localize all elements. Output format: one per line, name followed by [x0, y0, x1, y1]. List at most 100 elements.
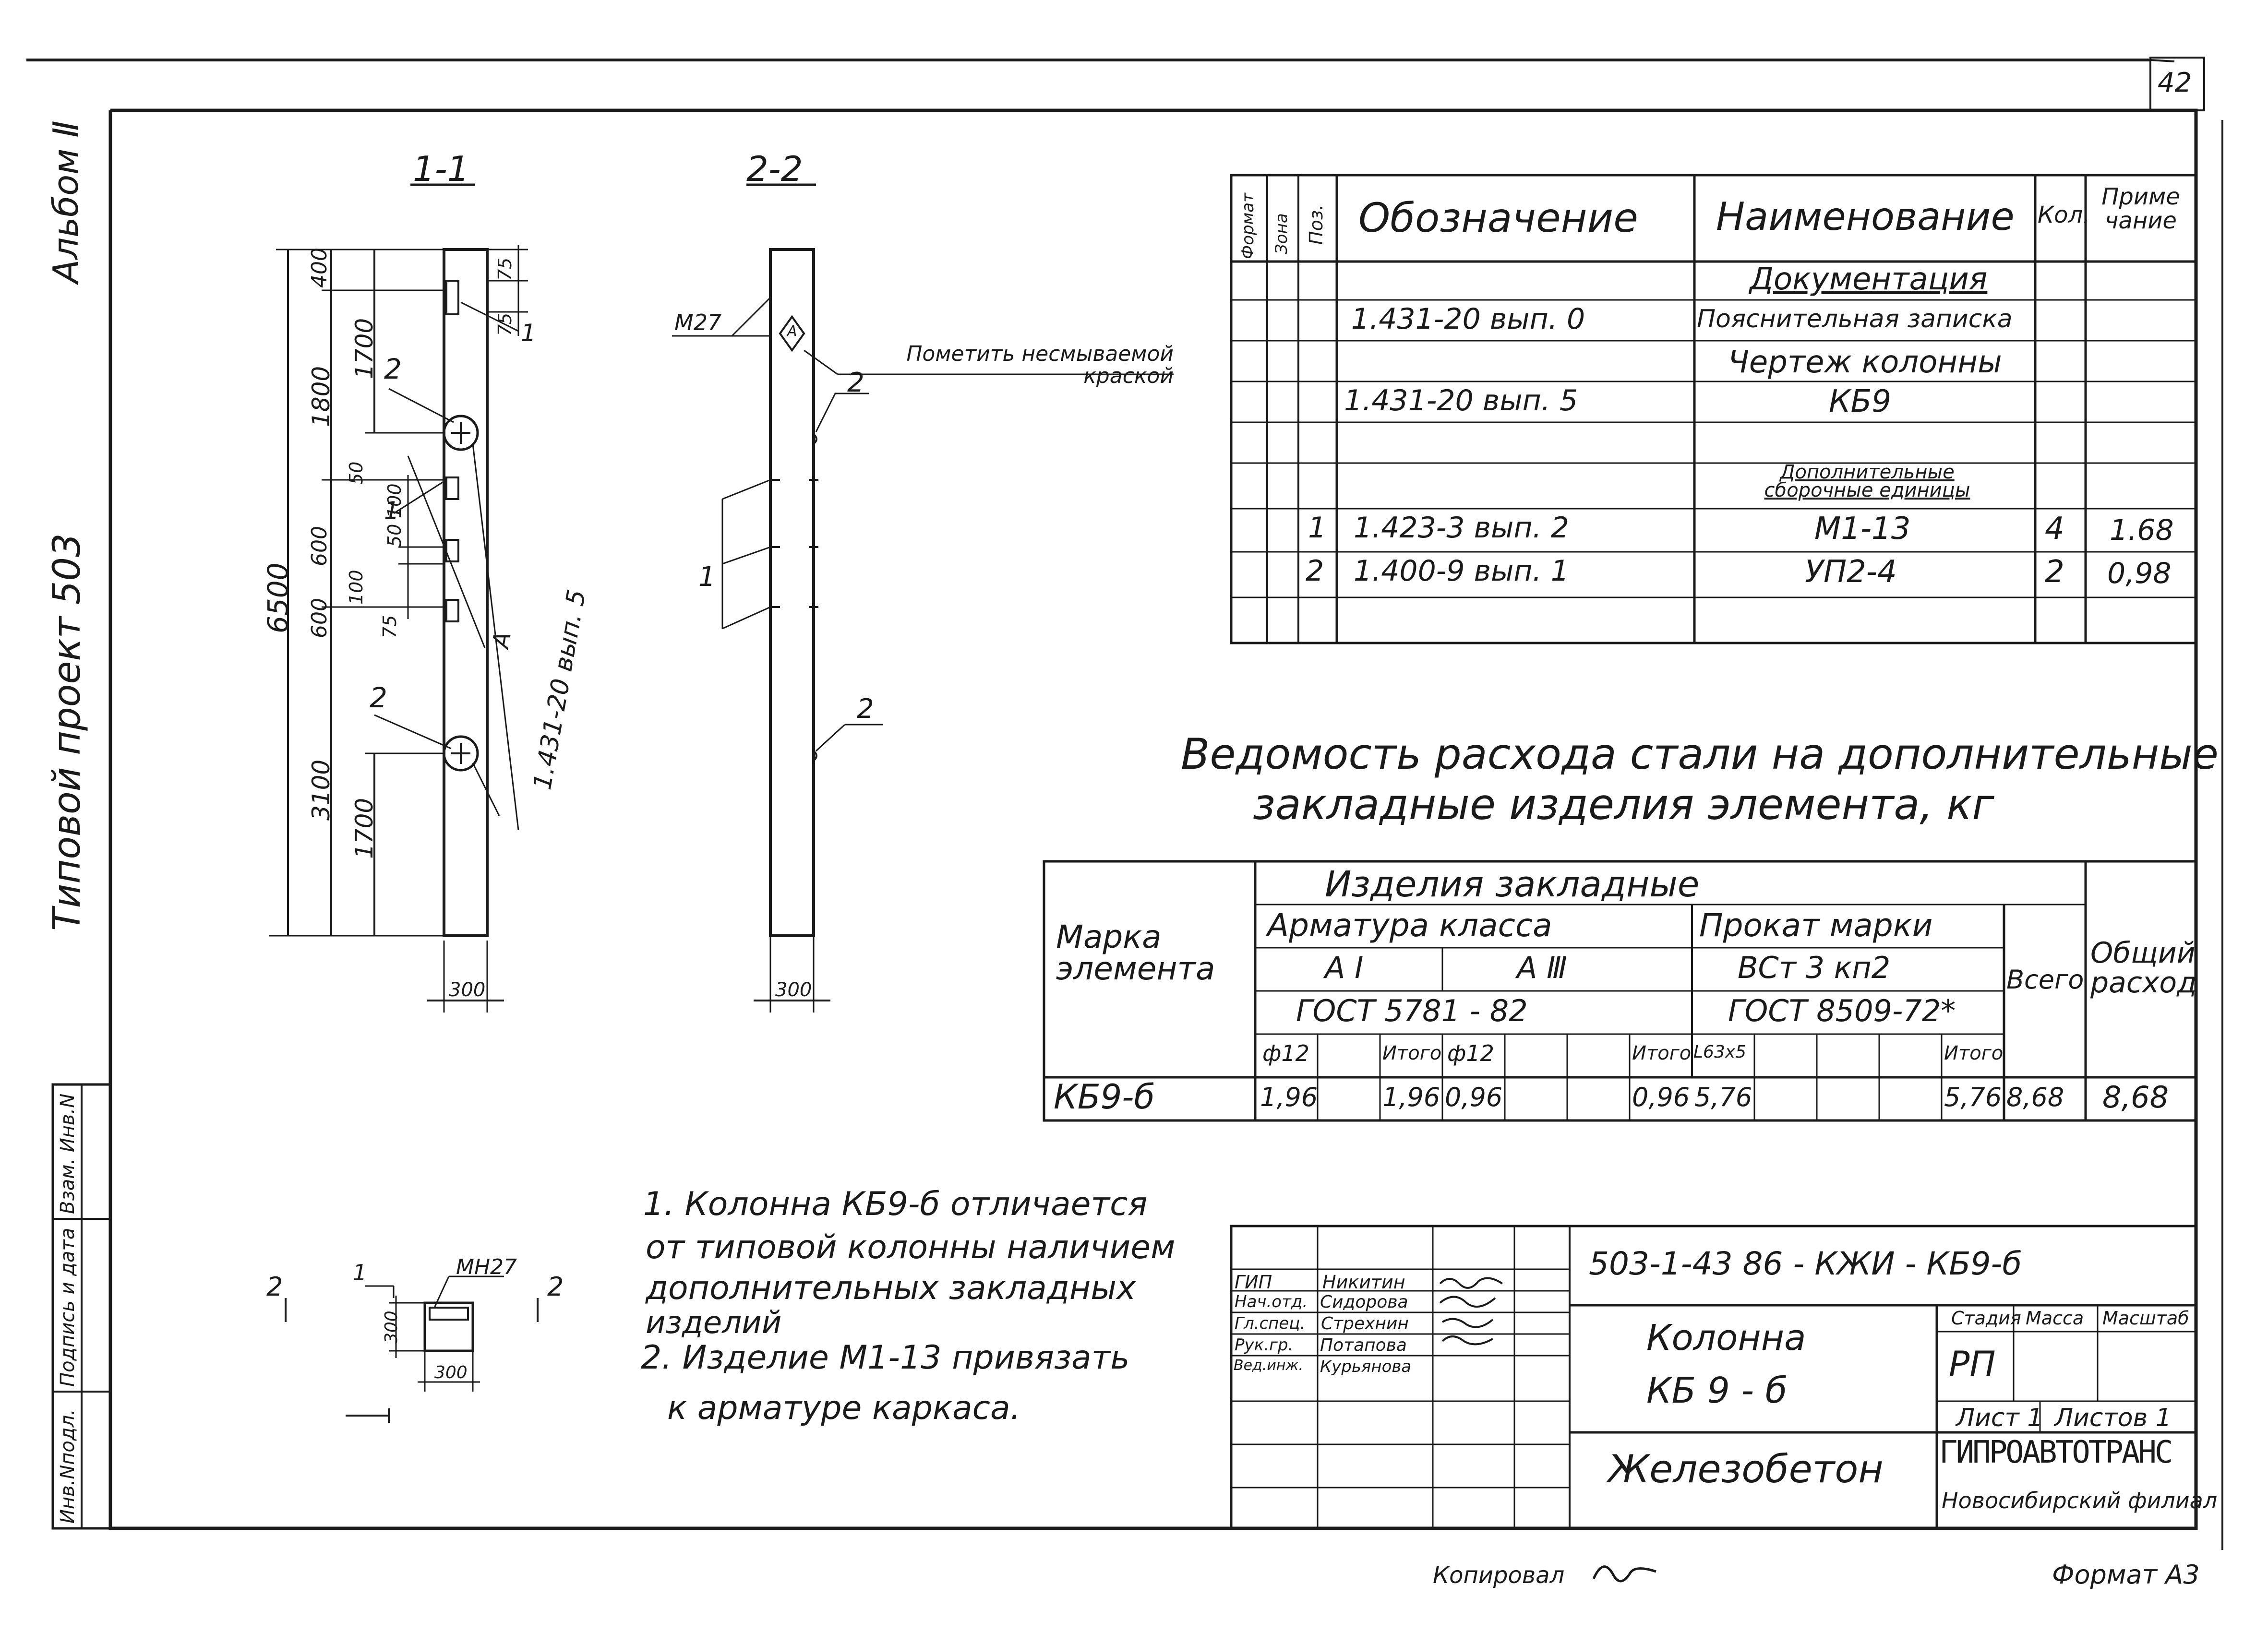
copied-by-label: Копировал	[1433, 1562, 1565, 1589]
spec-row-6-name: Дополнительные сборочные единицы	[1764, 461, 1970, 501]
pos-ref-2-top: 2	[384, 353, 402, 385]
name-strehnin: Стрехнин	[1321, 1314, 1409, 1334]
spec-row-3-name: Чертеж колонны	[1728, 345, 2002, 380]
spec-row-8-pos: 2	[1306, 554, 1324, 588]
material-name: Железобетон	[1608, 1447, 1884, 1491]
dim-1800: 1800	[307, 366, 335, 427]
org-branch: Новосибирский филиал	[1942, 1488, 2218, 1513]
plan-mn27: МН27	[456, 1255, 517, 1279]
spec-row-2-designation: 1.431-20 вып. 0	[1351, 302, 1585, 336]
plan-dim-300-w: 300	[434, 1363, 468, 1382]
steel-sub-f12-a3: ф12	[1447, 1040, 1494, 1066]
dim-100-b: 100	[346, 570, 367, 605]
item-name-line-2: КБ 9 - б	[1646, 1370, 1788, 1411]
dim-75-top-a: 75	[494, 257, 516, 281]
album-label: Альбом Ⅱ	[46, 120, 86, 283]
dim-3100: 3100	[307, 759, 335, 821]
copier-signature-mark	[1592, 1565, 1656, 1583]
spec-row-8-note: 0,98	[2107, 557, 2172, 590]
spec-header-qty: Кол.	[2038, 202, 2090, 228]
page-number-box	[2149, 57, 2205, 111]
side-stamp-replace: Взам. Инв.N	[57, 1093, 79, 1214]
s22-ref-2-bottom: 2	[857, 693, 874, 725]
spec-header-format: Формат	[1238, 193, 1258, 259]
sheet-number: Лист 1	[1956, 1404, 2043, 1432]
section-2-2-width: 300	[775, 979, 812, 1001]
m27-label: М27	[674, 310, 722, 335]
s22-ref-2-top: 2	[847, 367, 864, 398]
steel-header-rebar: Арматура класса	[1267, 907, 1552, 944]
cut-mark-left: 2	[266, 1272, 283, 1302]
steel-row-total-a1: 1,96	[1382, 1082, 1440, 1112]
item-name-line-1: Колонна	[1646, 1317, 1806, 1358]
dim-6500: 6500	[262, 562, 294, 633]
mass-label: Масса	[2026, 1308, 2084, 1329]
dim-1700-bottom: 1700	[350, 798, 378, 859]
note-line-1: 1. Колонна КБ9-б отличается	[643, 1185, 1148, 1223]
note-mark-paint: Пометить несмываемой краской	[906, 342, 1174, 388]
section-2-2-mark-a: А	[787, 323, 797, 340]
steel-gost-rolled: ГОСТ 8509-72*	[1728, 993, 1956, 1028]
title-block-grid	[1230, 1225, 2197, 1530]
note-line-6: к арматуре каркаса.	[667, 1389, 1021, 1427]
spec-row-7-name: М1-13	[1814, 511, 1911, 547]
spec-row-4-name: КБ9	[1829, 384, 1892, 419]
steel-table-grid	[1043, 860, 2197, 1122]
spec-row-7-designation: 1.423-3 вып. 2	[1354, 511, 1569, 545]
spec-row-7-note: 1.68	[2110, 513, 2174, 547]
role-gl-spec: Гл.спец.	[1235, 1314, 1306, 1333]
role-ved-inzh: Вед.инж.	[1234, 1357, 1303, 1374]
spec-row-1-name: Документация	[1750, 262, 1988, 297]
steel-row-f12-a1: 1,96	[1260, 1082, 1318, 1112]
steel-row-total-rolled: 5,76	[1944, 1082, 2002, 1112]
dim-1700-top: 1700	[350, 318, 378, 379]
steel-gost-rebar: ГОСТ 5781 - 82	[1296, 993, 1528, 1028]
note-line-4: изделий	[646, 1305, 782, 1341]
role-gip: ГИП	[1235, 1272, 1272, 1293]
spec-row-8-name: УП2-4	[1805, 554, 1897, 590]
spec-header-zone: Зона	[1272, 213, 1291, 254]
steel-class-a1: А I	[1325, 950, 1364, 985]
dim-75: 75	[379, 615, 400, 638]
steel-header-total: Всего	[2006, 965, 2084, 995]
steel-header-items: Изделия закладные	[1325, 864, 1700, 905]
dim-600-a: 600	[307, 526, 332, 566]
steel-header-rolled: Прокат марки	[1699, 907, 1933, 944]
role-ruk-gr: Рук.гр.	[1235, 1335, 1294, 1355]
steel-class-a3: А Ⅲ	[1517, 950, 1567, 985]
project-label: Типовой проект 503	[46, 533, 89, 931]
side-stamp-inv: Инв.Nподл.	[57, 1409, 79, 1524]
pos-ref-1-top: 1	[521, 319, 536, 347]
note-line-2: от типовой колонны наличием	[646, 1228, 1176, 1266]
dim-50-a: 50	[346, 461, 367, 485]
spec-row-4-designation: 1.431-20 вып. 5	[1344, 384, 1578, 417]
steel-sub-total-a1: Итого	[1382, 1042, 1442, 1064]
section-1-1-drawing	[269, 183, 528, 1013]
pos-ref-1-mid: 1	[384, 497, 399, 524]
side-stamp-signature: Подпись и дата	[57, 1227, 79, 1387]
section-2-2-title: 2-2	[746, 149, 803, 189]
role-nach-otd: Нач.отд.	[1235, 1292, 1308, 1311]
steel-sub-total-rolled: Итого	[1944, 1042, 2004, 1064]
cut-mark-right: 2	[547, 1272, 564, 1302]
spec-row-8-designation: 1.400-9 вып. 1	[1354, 554, 1569, 588]
note-line-3: дополнительных закладных	[646, 1269, 1136, 1307]
dim-50-b: 50	[384, 524, 405, 547]
stage-label: Стадия	[1951, 1308, 2021, 1329]
note-line-5: 2. Изделие М1-13 привязать	[641, 1339, 1130, 1377]
pos-ref-2-bottom: 2	[370, 681, 387, 714]
name-kuryanova: Курьянова	[1320, 1357, 1412, 1376]
dim-400: 400	[307, 248, 332, 288]
spec-row-7-pos: 1	[1308, 511, 1327, 545]
name-sidorova: Сидорова	[1320, 1292, 1408, 1312]
steel-row-l63: 5,76	[1694, 1082, 1752, 1112]
steel-sub-f12-a1: ф12	[1262, 1040, 1309, 1066]
steel-caption-line-2: закладные изделия элемента, кг	[1253, 780, 1994, 829]
dim-75-top-b: 75	[494, 312, 516, 336]
steel-header-overall: Общий расход	[2090, 936, 2197, 1000]
plan-section-drawing	[285, 1275, 539, 1423]
name-potapova: Потапова	[1320, 1335, 1407, 1355]
format-label: Формат А3	[2052, 1560, 2200, 1590]
page-number: 42	[2158, 67, 2192, 98]
